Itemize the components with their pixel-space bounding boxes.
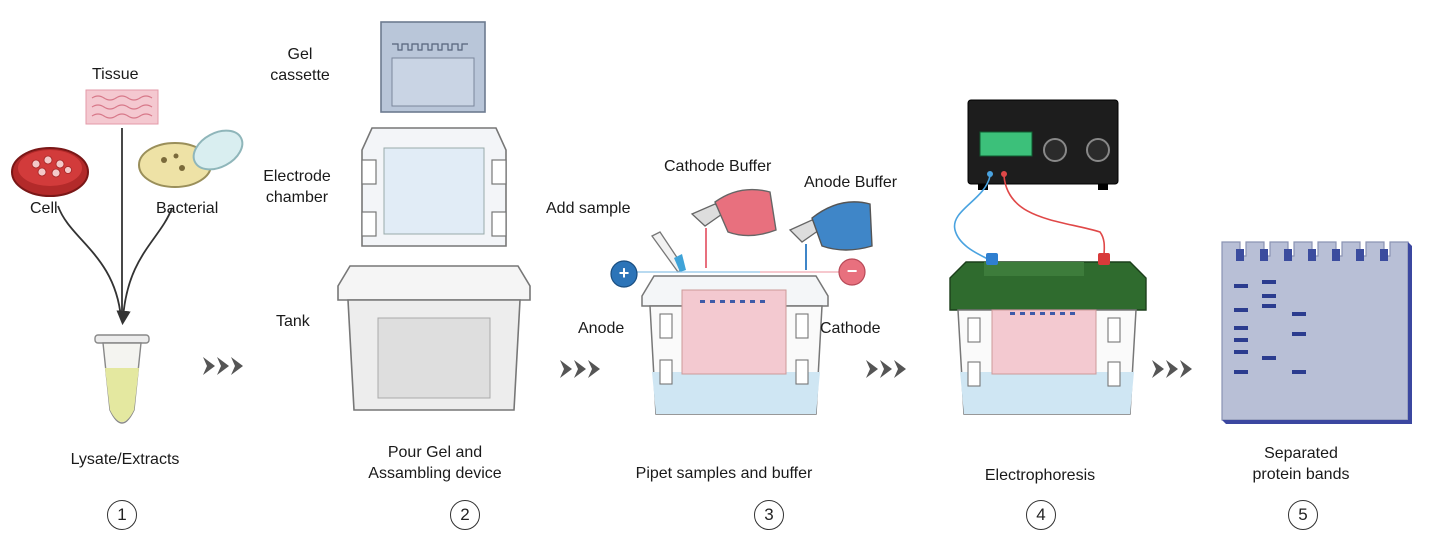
step2-caption: Pour Gel and Assambling device	[340, 442, 530, 484]
electrophoresis-unit-icon	[949, 253, 1147, 415]
bacterial-label: Bacterial	[156, 200, 219, 217]
gel-cassette-label-line1: Gel	[287, 46, 313, 63]
step-number-3: 3	[754, 500, 784, 530]
tank-icon	[337, 265, 531, 411]
step5-caption: Separated protein bands	[1226, 443, 1376, 485]
cathode-buffer-label: Cathode Buffer	[664, 158, 772, 175]
flow-arrow	[203, 357, 243, 375]
step4-caption: Electrophoresis	[984, 467, 1096, 484]
cathode-label: Cathode	[820, 320, 881, 337]
tissue-icon	[85, 89, 159, 125]
membrane-icon	[1221, 241, 1412, 424]
tank-label: Tank	[276, 313, 310, 330]
step-number-2: 2	[450, 500, 480, 530]
step-number-5: 5	[1288, 500, 1318, 530]
petri-dish-bacterial-icon	[138, 129, 244, 188]
merge-arrows	[57, 128, 173, 326]
electrode-chamber-label-line1: Electrode	[263, 168, 331, 185]
electrode-chamber-label: Electrode chamber	[252, 166, 342, 208]
step5-caption-line1: Separated	[1264, 445, 1338, 462]
buffer-tank-assembly-icon	[641, 275, 829, 415]
protein-bands	[1234, 280, 1306, 374]
petri-dish-cell-icon	[11, 147, 89, 197]
power-cables	[953, 175, 1106, 263]
microtube-icon	[94, 334, 150, 424]
lysate-caption: Lysate/Extracts	[70, 451, 180, 468]
step5-caption-line2: protein bands	[1252, 466, 1350, 483]
flow-arrow	[560, 360, 600, 378]
cell-label: Cell	[30, 200, 58, 217]
step2-caption-line2: Assambling device	[368, 465, 502, 482]
power-supply-icon	[967, 99, 1119, 190]
add-sample-label: Add sample	[546, 200, 631, 217]
pipette-icon	[651, 231, 686, 273]
gel-cassette-label-line2: cassette	[270, 67, 330, 84]
cathode-minus-sign: −	[846, 261, 858, 281]
gel-cassette-icon	[380, 21, 486, 113]
step-number-1: 1	[107, 500, 137, 530]
gel-cassette-label: Gel cassette	[258, 44, 342, 86]
anode-plus-sign: +	[618, 263, 630, 283]
cathode-terminal-icon	[838, 258, 866, 286]
anode-terminal-icon	[610, 260, 638, 288]
anode-buffer-bottle-icon	[788, 201, 873, 270]
step2-caption-line1: Pour Gel and	[387, 444, 483, 461]
flow-arrow	[1152, 360, 1192, 378]
flow-arrow	[866, 360, 906, 378]
anode-buffer-label: Anode Buffer	[804, 174, 898, 191]
anode-label: Anode	[578, 320, 625, 337]
tissue-label: Tissue	[92, 66, 139, 83]
electrode-chamber-icon	[361, 127, 507, 247]
step-number-4: 4	[1026, 500, 1056, 530]
step3-caption: Pipet samples and buffer	[635, 465, 813, 482]
electrode-chamber-label-line2: chamber	[265, 189, 329, 206]
cathode-buffer-bottle-icon	[690, 188, 777, 268]
